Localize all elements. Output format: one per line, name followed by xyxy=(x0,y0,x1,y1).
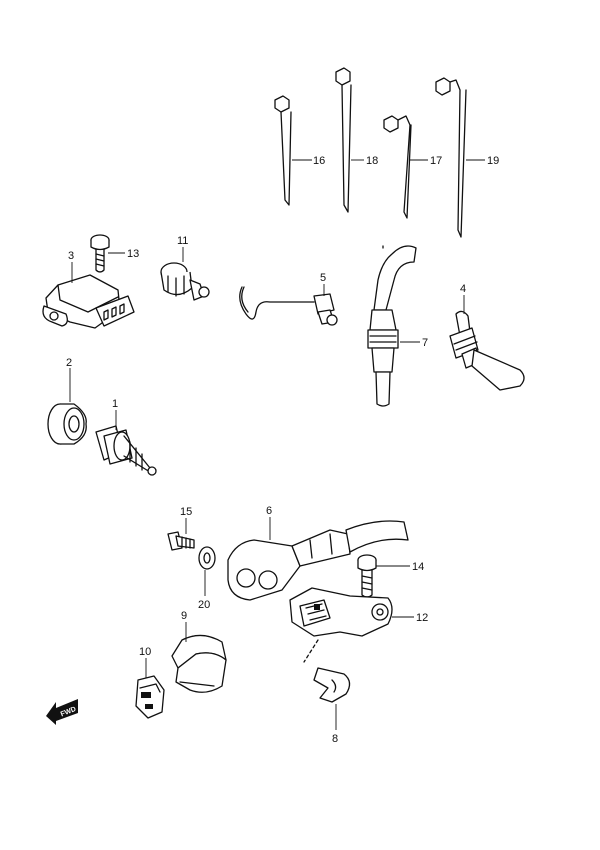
callout-11: 11 xyxy=(177,235,188,247)
cable-tie-19 xyxy=(435,77,467,238)
oxygen-sensor-7 xyxy=(367,245,417,407)
callout-7: 7 xyxy=(422,337,428,349)
cable-tie-17 xyxy=(383,115,412,219)
callout-5: 5 xyxy=(320,272,326,284)
grommet-2 xyxy=(47,403,87,445)
callout-6: 6 xyxy=(266,505,272,517)
callout-13: 13 xyxy=(127,248,139,260)
washer-20 xyxy=(198,546,216,570)
sensor-6 xyxy=(227,520,409,601)
callout-9: 9 xyxy=(181,610,187,622)
callout-12: 12 xyxy=(416,612,428,624)
callout-15: 15 xyxy=(180,506,192,518)
fwd-arrow-icon: FWD xyxy=(46,699,78,725)
cable-tie-18 xyxy=(335,67,352,213)
callout-1: 1 xyxy=(112,398,118,410)
bolt-13 xyxy=(90,234,110,273)
bolt-15 xyxy=(167,531,195,551)
bracket-12 xyxy=(289,587,393,637)
temp-sensor-5 xyxy=(239,286,338,326)
clip-8 xyxy=(303,639,351,703)
callout-8: 8 xyxy=(332,733,338,745)
callout-18: 18 xyxy=(366,155,378,167)
sensor-4 xyxy=(449,310,525,391)
callout-14: 14 xyxy=(412,561,424,573)
callout-17: 17 xyxy=(430,155,442,167)
clip-10 xyxy=(135,675,165,719)
clamp-9 xyxy=(171,634,227,693)
knock-sensor-11 xyxy=(160,262,210,301)
callout-2: 2 xyxy=(66,357,72,369)
callout-19: 19 xyxy=(487,155,499,167)
callout-20: 20 xyxy=(198,599,210,611)
callout-4: 4 xyxy=(460,283,466,295)
map-sensor-3 xyxy=(42,274,135,329)
callout-16: 16 xyxy=(313,155,325,167)
bolt-14 xyxy=(357,554,377,598)
callout-3: 3 xyxy=(68,250,74,262)
cable-tie-16 xyxy=(274,95,292,206)
speed-sensor-1 xyxy=(95,425,157,476)
callout-10: 10 xyxy=(139,646,151,658)
